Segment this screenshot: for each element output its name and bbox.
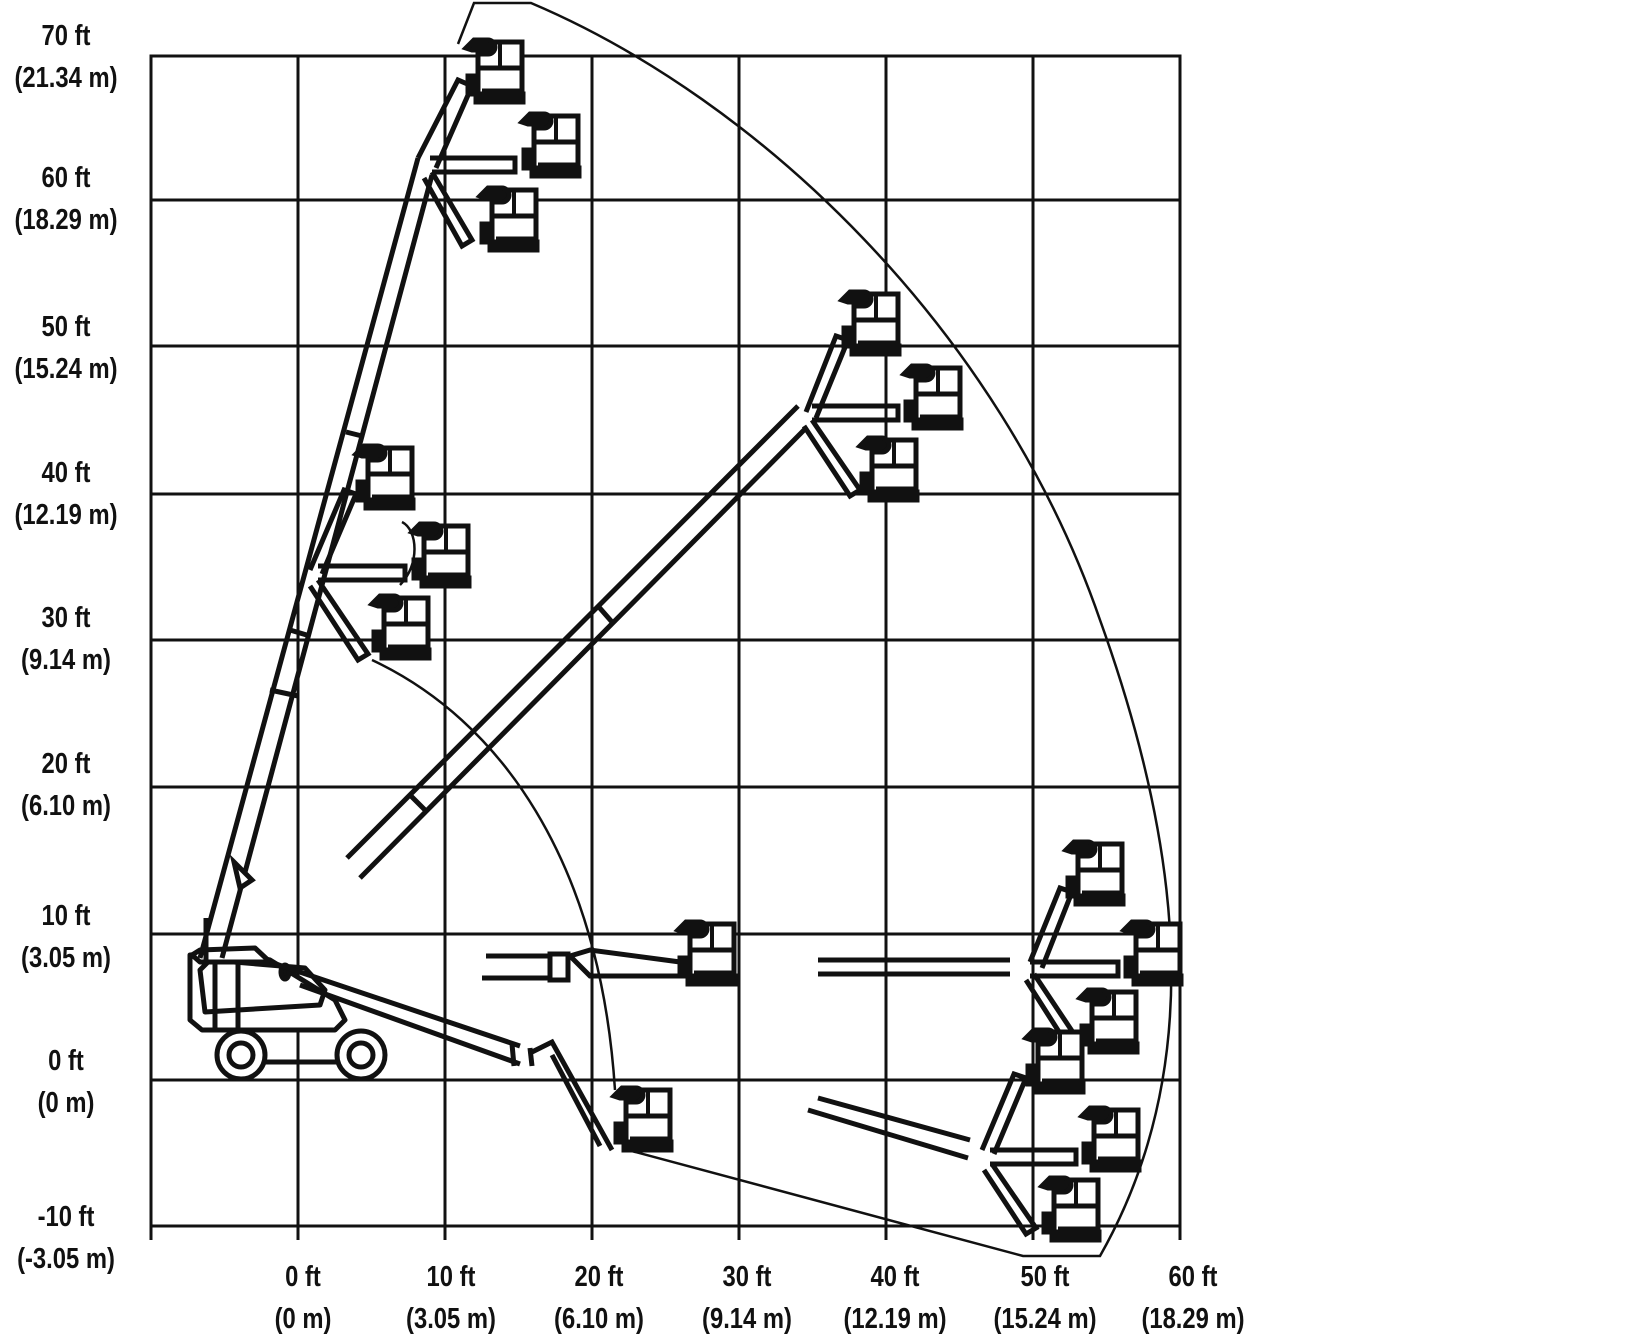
tick-label-ft: 60 ft: [1168, 1261, 1218, 1293]
y-tick-neg10ft: -10 ft (-3.05 m): [9, 1196, 124, 1280]
tick-label-m: (3.05 m): [21, 942, 111, 974]
tick-label-ft: 40 ft: [41, 457, 91, 489]
tick-label-m: (0 m): [37, 1087, 95, 1119]
x-tick-40ft: 40 ft (12.19 m): [825, 1256, 964, 1340]
x-tick-60ft: 60 ft (18.29 m): [1123, 1256, 1262, 1340]
y-tick-30ft: 30 ft (9.14 m): [9, 597, 124, 681]
tick-label-ft: 50 ft: [41, 311, 91, 343]
x-tick-0ft: 0 ft (0 m): [233, 1256, 372, 1340]
y-tick-60ft: 60 ft (18.29 m): [9, 157, 124, 241]
x-tick-30ft: 30 ft (9.14 m): [677, 1256, 816, 1340]
tick-label-ft: -10 ft: [37, 1201, 95, 1233]
boom-horizontal-retracted: [482, 922, 735, 984]
tick-label-m: (18.29 m): [14, 204, 118, 236]
tick-label-m: (9.14 m): [702, 1303, 792, 1335]
boom-stowed: [269, 959, 671, 1150]
x-tick-10ft: 10 ft (3.05 m): [381, 1256, 520, 1340]
tick-label-ft: 20 ft: [574, 1261, 624, 1293]
tick-label-m: (9.14 m): [21, 644, 111, 676]
tick-label-ft: 60 ft: [41, 162, 91, 194]
y-tick-0ft: 0 ft (0 m): [9, 1040, 124, 1124]
y-tick-10ft: 10 ft (3.05 m): [9, 895, 124, 979]
y-tick-40ft: 40 ft (12.19 m): [9, 452, 124, 536]
tick-label-m: (15.24 m): [993, 1303, 1097, 1335]
tick-label-ft: 0 ft: [285, 1261, 321, 1293]
tick-label-ft: 70 ft: [41, 20, 91, 52]
boom-diagonal: [345, 292, 961, 880]
y-tick-20ft: 20 ft (6.10 m): [9, 743, 124, 827]
tick-label-m: (6.10 m): [554, 1303, 644, 1335]
tick-label-m: (0 m): [274, 1303, 332, 1335]
tick-label-ft: 0 ft: [48, 1045, 84, 1077]
x-tick-50ft: 50 ft (15.24 m): [975, 1256, 1114, 1340]
tick-label-m: (21.34 m): [14, 62, 118, 94]
tick-label-ft: 30 ft: [41, 602, 91, 634]
tick-label-m: (12.19 m): [843, 1303, 947, 1335]
tick-label-m: (12.19 m): [14, 499, 118, 531]
tick-label-ft: 10 ft: [41, 900, 91, 932]
jib-retracted-vertical: [307, 446, 469, 664]
tick-label-m: (6.10 m): [21, 790, 111, 822]
boom-negative-angle: [807, 1030, 1139, 1240]
tick-label-m: (18.29 m): [1141, 1303, 1245, 1335]
tick-label-m: (-3.05 m): [17, 1243, 115, 1275]
tick-label-ft: 10 ft: [426, 1261, 476, 1293]
y-tick-50ft: 50 ft (15.24 m): [9, 306, 124, 390]
tick-label-ft: 50 ft: [1020, 1261, 1070, 1293]
tick-label-m: (3.05 m): [406, 1303, 496, 1335]
machine-chassis: [187, 945, 388, 1082]
tick-label-m: (15.24 m): [14, 353, 118, 385]
x-tick-20ft: 20 ft (6.10 m): [529, 1256, 668, 1340]
tick-label-ft: 40 ft: [870, 1261, 920, 1293]
boom-horizontal-extended: [818, 842, 1181, 1052]
tick-label-ft: 30 ft: [722, 1261, 772, 1293]
tick-label-ft: 20 ft: [41, 748, 91, 780]
grid: [149, 54, 1182, 1240]
y-tick-70ft: 70 ft (21.34 m): [9, 15, 124, 99]
